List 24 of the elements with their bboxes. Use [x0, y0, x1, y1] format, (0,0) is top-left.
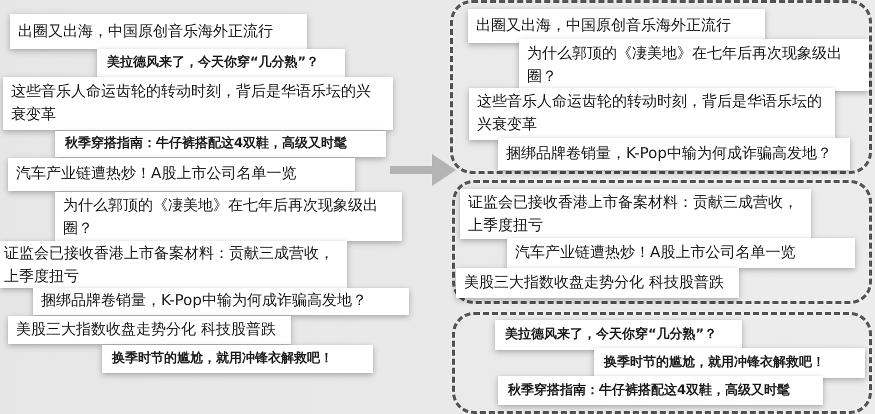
arrow — [390, 154, 456, 186]
headline-card: 为什么郭顶的《凄美地》在七年后再次现象级出圈？ — [519, 39, 869, 91]
headline-card: 这些音乐人命运齿轮的转动时刻，背后是华语乐坛的兴衰变革 — [3, 77, 393, 130]
headline-card: 捆绑品牌卷销量，K-Pop中输为何成诈骗高发地？ — [33, 288, 409, 315]
cluster-group — [452, 312, 872, 414]
cluster-group — [450, 0, 872, 174]
headline-card: 换季时节的尴尬，就用冲锋衣解救吧！ — [594, 348, 865, 378]
headline-card: 汽车产业链遭热炒！A股上市公司名单一览 — [8, 158, 355, 191]
headline-card: 证监会已接收香港上市备案材料：贡献三成营收，上季度扭亏 — [0, 241, 347, 288]
headline-card: 汽车产业链遭热炒！A股上市公司名单一览 — [507, 238, 855, 268]
cluster-group — [452, 180, 872, 304]
headline-card: 证监会已接收香港上市备案材料：贡献三成营收，上季度扭亏 — [460, 189, 811, 239]
headline-card: 美拉德风来了，今天你穿“几分熟”？ — [97, 49, 345, 77]
headline-card: 美股三大指数收盘走势分化 科技股普跌 — [8, 316, 291, 344]
headline-card: 秋季穿搭指南：牛仔裤搭配这4双鞋，高级又时髦 — [498, 376, 823, 405]
headline-card: 这些音乐人命运齿轮的转动时刻，背后是华语乐坛的兴衰变革 — [469, 88, 835, 140]
headline-card: 为什么郭顶的《凄美地》在七年后再次现象级出圈？ — [55, 192, 402, 241]
headline-card: 秋季穿搭指南：牛仔裤搭配这4双鞋，高级又时髦 — [55, 131, 386, 157]
headline-card: 出圈又出海，中国原创音乐海外正流行 — [10, 14, 307, 49]
headline-card: 换季时节的尴尬，就用冲锋衣解救吧！ — [102, 345, 373, 373]
headline-card: 美拉德风来了，今天你穿“几分熟”？ — [495, 320, 742, 350]
headline-card: 美股三大指数收盘走势分化 科技股普跌 — [456, 268, 739, 298]
headline-card: 出圈又出海，中国原创音乐海外正流行 — [468, 9, 765, 43]
headline-card: 捆绑品牌卷销量，K-Pop中输为何成诈骗高发地？ — [498, 138, 850, 170]
